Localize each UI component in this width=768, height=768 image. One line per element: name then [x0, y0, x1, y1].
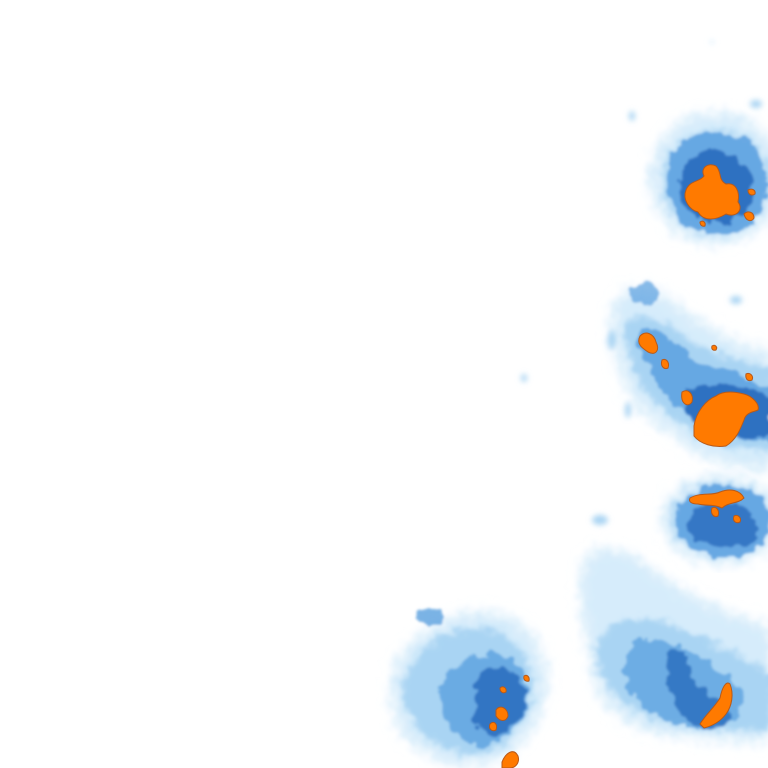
return-speck — [592, 515, 608, 525]
core-cell-central — [638, 332, 759, 447]
core-speck — [489, 721, 497, 732]
core-speck — [743, 211, 755, 222]
core-speck — [661, 359, 669, 369]
light-layer — [628, 284, 660, 304]
core-speck — [711, 344, 718, 351]
scattered-returns — [521, 40, 762, 525]
return-speck — [608, 330, 616, 350]
core-speck — [495, 706, 509, 721]
dark-layer — [474, 667, 527, 737]
core-blob — [689, 489, 745, 509]
core-speck — [638, 332, 659, 354]
core-speck — [699, 220, 706, 227]
core-speck — [745, 373, 753, 382]
core-cell-south-east — [699, 682, 733, 729]
medium-layer — [418, 607, 442, 625]
return-speck — [710, 40, 714, 44]
core-speck — [523, 674, 530, 682]
return-speck — [750, 100, 762, 108]
return-speck — [629, 111, 635, 121]
core-cell-north — [684, 164, 756, 227]
core-blob — [699, 682, 733, 729]
core-speck — [681, 390, 693, 406]
core-cell-middle-east — [689, 489, 745, 524]
precip-cell-middle-east — [662, 476, 768, 564]
core-blob — [684, 164, 741, 220]
core-speck — [747, 188, 756, 196]
core-speck — [711, 507, 719, 517]
return-speck — [625, 402, 631, 418]
core-speck — [733, 515, 741, 524]
core-blob — [693, 391, 759, 447]
return-speck — [730, 296, 742, 304]
return-speck — [521, 374, 527, 382]
precip-cell-south-west — [390, 607, 547, 766]
dark-layer — [687, 501, 757, 548]
core-speck — [499, 686, 507, 694]
core-cell-south-west — [489, 674, 530, 768]
